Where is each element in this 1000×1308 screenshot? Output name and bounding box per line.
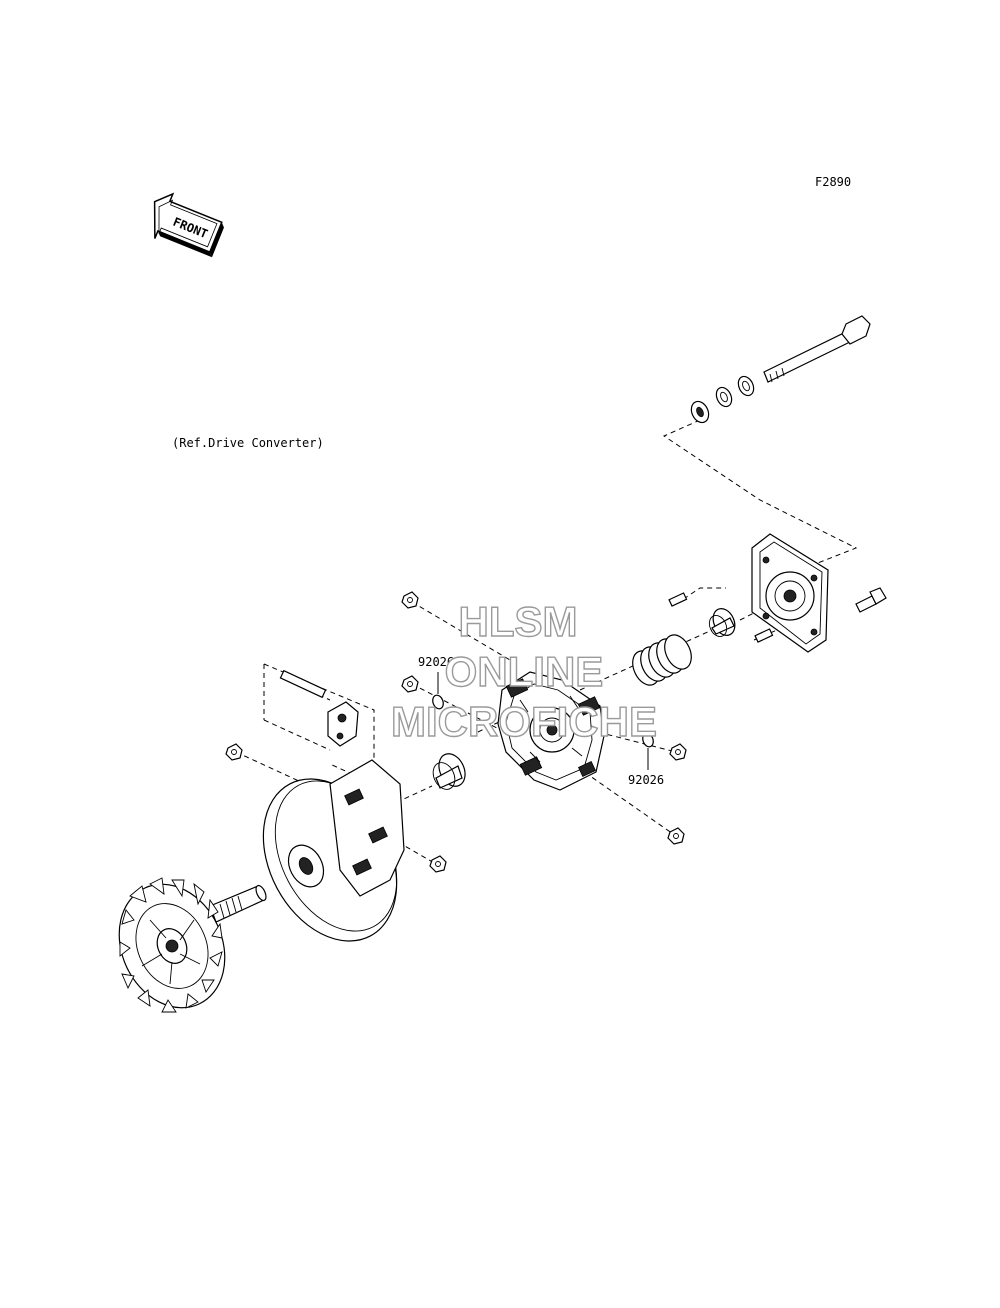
short-bolt [855,587,887,613]
pin-lower [754,628,774,643]
cooling-fan [118,877,226,1013]
callout-lower: 92026 [628,773,664,787]
spacer-collar [690,400,710,424]
o-ring-lower [642,732,654,748]
long-bolt [763,315,871,383]
screw-upper-left [401,591,419,609]
watermark: HLSM ONLINE MICROFICHE [390,597,657,745]
fixed-sheave [262,759,405,942]
weight-arm [279,669,359,747]
screw-middle-left [401,675,419,693]
watermark-line1: HLSM [459,598,578,645]
nut-lower-center [429,855,447,873]
screw-left [225,743,243,761]
bushing-left [432,753,466,790]
figure-code: F2890 [815,175,851,189]
watermark-line3: MICROFICHE [391,698,657,745]
bushing-right [708,608,736,637]
pin-upper [668,592,688,607]
cover-plate [751,533,829,653]
drive-shaft [209,884,267,923]
spring [632,634,692,686]
nut-right [669,743,687,761]
o-ring-upper [432,694,444,710]
reference-note: (Ref.Drive Converter) [172,436,324,450]
watermark-line2: ONLINE [445,648,604,695]
washer-2 [715,386,733,408]
washer-1 [737,375,755,397]
callout-upper: 92026 [418,655,454,669]
nut-lower-right [667,827,685,845]
front-arrow-icon: FRONT [153,192,224,258]
movable-sheave-hub [497,671,605,791]
